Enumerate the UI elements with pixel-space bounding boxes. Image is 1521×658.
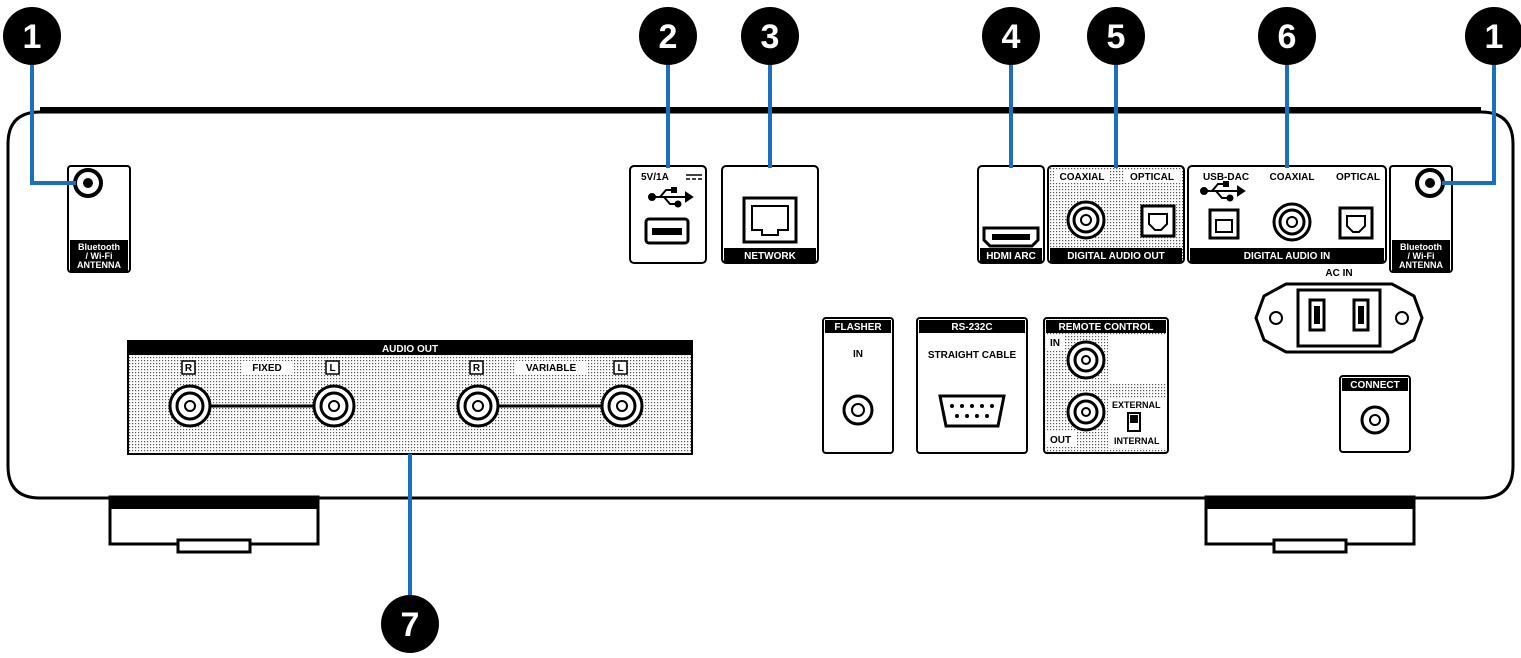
callout-leader-lines (30, 52, 1496, 600)
callout-1-right-number: 1 (1485, 18, 1504, 56)
variable-label: VARIABLE (526, 363, 577, 374)
remote-in-label: IN (1050, 338, 1060, 349)
variable-r-mark: R (473, 363, 481, 374)
usb-dac-icon (1200, 181, 1246, 202)
usb-rating-label: 5V/1A (641, 172, 669, 183)
callout-6: 6 (1258, 7, 1316, 65)
digital-in-label: DIGITAL AUDIO IN (1244, 251, 1330, 262)
callout-4: 4 (982, 7, 1040, 65)
digital-out-coaxial-label: COAXIAL (1060, 172, 1105, 183)
ac-in-label: AC IN (1325, 268, 1352, 279)
channel-marks: R L R L (181, 360, 628, 375)
rca-jack-variable-r (456, 384, 500, 428)
usb-b-socket (1208, 208, 1240, 240)
db9-connector (938, 394, 1006, 428)
rs232c-panel: RS-232C STRAIGHT CABLE (916, 317, 1028, 454)
antenna-label-line3: ANTENNA (77, 260, 121, 270)
callout-1-left-number: 1 (23, 18, 42, 56)
rs232c-sub-label: STRAIGHT CABLE (928, 350, 1017, 361)
digital-audio-out-panel: COAXIAL OPTICAL DIGITAL AUDIO OUT (1047, 165, 1185, 264)
usb-port-panel: 5V/1A (629, 165, 707, 264)
remote-in-jack (1066, 340, 1106, 380)
callout-7-number: 7 (401, 606, 420, 644)
flasher-panel: FLASHER IN (822, 317, 894, 454)
variable-l-mark: L (617, 363, 623, 374)
external-internal-switch (1127, 412, 1141, 432)
connect-label: CONNECT (1350, 380, 1399, 391)
foot-left (108, 495, 320, 554)
digital-in-coaxial-label: COAXIAL (1270, 172, 1315, 183)
antenna-label-line1-right: Bluetooth (1400, 242, 1442, 252)
flasher-in-label: IN (853, 349, 863, 360)
antenna-label-line2: / Wi-Fi (86, 251, 113, 261)
callout-4-number: 4 (1002, 18, 1021, 56)
digital-out-optical-jack (1140, 204, 1176, 238)
usb-dac-label: USB-DAC (1203, 172, 1249, 183)
remote-external-label: EXTERNAL (1112, 400, 1161, 410)
digital-in-coaxial-jack (1272, 202, 1312, 242)
rca-jack-fixed-l (312, 384, 356, 428)
callout-7: 7 (381, 595, 439, 653)
callout-3: 3 (741, 7, 799, 65)
usb-icon (648, 187, 694, 208)
remote-control-panel: REMOTE CONTROL IN OUT EXTERNAL INTERNAL (1043, 317, 1169, 454)
remote-internal-label: INTERNAL (1114, 436, 1160, 446)
digital-out-optical-label: OPTICAL (1130, 172, 1174, 183)
antenna-label-line2-right: / Wi-Fi (1408, 251, 1435, 261)
audio-out-panel: AUDIO OUT FIXED VARIABLE R L R L (127, 340, 693, 455)
hdmi-label: HDMI ARC (986, 251, 1036, 262)
digital-audio-in-panel: USB-DAC COAXIAL OPTICAL DIGITAL AUDIO IN (1187, 165, 1387, 264)
remote-out-jack (1066, 392, 1106, 432)
callout-6-number: 6 (1278, 18, 1297, 56)
fixed-l-mark: L (329, 363, 335, 374)
callout-2: 2 (639, 7, 697, 65)
callout-5-number: 5 (1107, 18, 1126, 56)
network-label: NETWORK (744, 251, 796, 262)
callout-1-left: 1 (3, 7, 61, 65)
flasher-title: FLASHER (834, 322, 882, 333)
rca-jack-variable-l (600, 384, 644, 428)
digital-in-optical-jack (1338, 206, 1374, 240)
remote-title: REMOTE CONTROL (1059, 322, 1154, 333)
fixed-r-mark: R (185, 363, 193, 374)
antenna-label-line3-right: ANTENNA (1399, 260, 1443, 270)
digital-in-optical-label: OPTICAL (1336, 172, 1380, 183)
network-port-panel: NETWORK (721, 165, 819, 264)
callout-2-number: 2 (659, 18, 678, 56)
callout-5: 5 (1087, 7, 1145, 65)
hdmi-port-panel: HDMI ARC (977, 165, 1045, 264)
audio-out-label: AUDIO OUT (382, 344, 438, 355)
remote-out-label: OUT (1050, 435, 1071, 446)
callout-1-right: 1 (1465, 7, 1521, 65)
antenna-terminal-right: Bluetooth / Wi-Fi ANTENNA (1389, 165, 1453, 273)
antenna-terminal-left: Bluetooth / Wi-Fi ANTENNA (67, 165, 131, 273)
rca-jack-fixed-r (168, 384, 212, 428)
callout-3-number: 3 (761, 18, 780, 56)
antenna-label-line1: Bluetooth (78, 242, 120, 252)
rs232c-title: RS-232C (951, 322, 992, 333)
foot-right (1204, 495, 1416, 554)
digital-out-label: DIGITAL AUDIO OUT (1067, 251, 1165, 262)
fixed-label: FIXED (252, 363, 281, 374)
digital-out-coaxial-jack (1066, 200, 1106, 240)
ac-inlet: AC IN (1254, 268, 1424, 354)
connect-panel: CONNECT (1339, 375, 1411, 453)
